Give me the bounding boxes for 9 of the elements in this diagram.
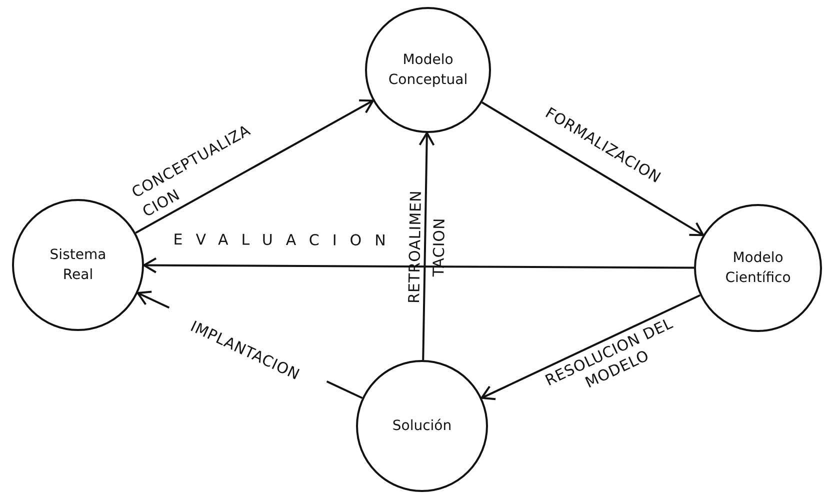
node-label: Sistema Real [48, 246, 108, 285]
arrow [482, 102, 704, 236]
node-label: Solución [392, 417, 452, 436]
node-label: Modelo Conceptual [387, 51, 469, 90]
edge-label: RETROALIMEN TACION [404, 188, 450, 306]
arrow [418, 132, 435, 360]
node-label: Modelo Científico [724, 249, 792, 288]
arrow [143, 257, 694, 274]
arrow [135, 99, 374, 234]
